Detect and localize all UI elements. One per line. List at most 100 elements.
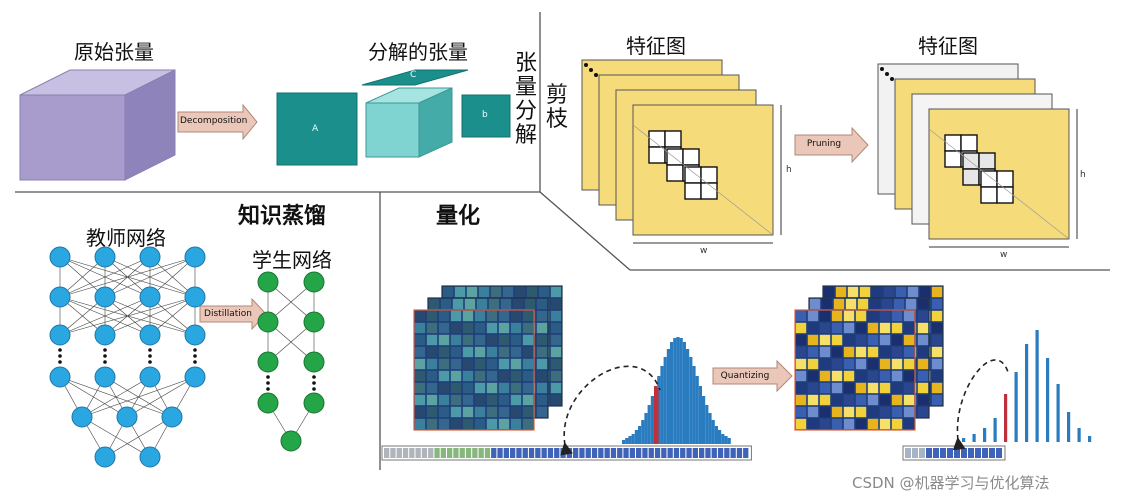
watermark: CSDN @机器学习与优化算法 bbox=[852, 474, 1050, 492]
histogram-bar bbox=[644, 413, 648, 444]
histogram-bar bbox=[660, 366, 664, 444]
strip-cell bbox=[975, 448, 981, 458]
strip-cell bbox=[497, 448, 503, 458]
grid-cell bbox=[819, 406, 831, 418]
neuron bbox=[280, 430, 302, 452]
grid-cell bbox=[414, 394, 426, 406]
grid-cell bbox=[550, 298, 562, 310]
strip-cell bbox=[465, 448, 472, 458]
neuron bbox=[139, 366, 161, 388]
grid-cell bbox=[498, 370, 510, 382]
ellipsis-dot bbox=[103, 348, 107, 352]
strip-cell bbox=[623, 448, 629, 458]
strip-cell bbox=[642, 448, 648, 458]
grid-cell bbox=[843, 358, 855, 370]
grid-cell bbox=[891, 358, 903, 370]
grid-cell bbox=[462, 310, 474, 322]
grid-cell bbox=[917, 346, 929, 358]
factor-c-label: C bbox=[410, 70, 417, 80]
grid-cell bbox=[903, 322, 915, 334]
histogram-bar bbox=[638, 426, 642, 444]
left-height-label: h bbox=[786, 165, 792, 175]
strip-cell bbox=[604, 448, 610, 458]
grid-cell bbox=[831, 358, 843, 370]
neuron bbox=[49, 246, 71, 268]
grid-cell bbox=[879, 370, 891, 382]
grid-cell bbox=[442, 286, 454, 298]
edge bbox=[59, 296, 196, 336]
grid-cell bbox=[931, 298, 943, 310]
kernel-cell bbox=[960, 134, 978, 152]
histogram-bar bbox=[1004, 394, 1008, 442]
strip-cell bbox=[968, 448, 974, 458]
grid-cell bbox=[536, 358, 548, 370]
grid-cell bbox=[462, 334, 474, 346]
grid-cell bbox=[450, 370, 462, 382]
grid-cell bbox=[903, 382, 915, 394]
grid-cell bbox=[474, 334, 486, 346]
grid-cell bbox=[522, 406, 534, 418]
dashed-arc-right bbox=[952, 359, 1009, 451]
grid-cell bbox=[462, 358, 474, 370]
grid-cell bbox=[867, 382, 879, 394]
strip-cell bbox=[654, 448, 661, 458]
grid-cell bbox=[807, 346, 819, 358]
strip-cell bbox=[743, 448, 749, 458]
strip-cell bbox=[421, 448, 428, 458]
grid-cell bbox=[893, 298, 905, 310]
strip-cell bbox=[585, 448, 591, 458]
quantizing-label: Quantizing bbox=[720, 371, 770, 381]
quantized-histogram bbox=[962, 330, 1092, 442]
grid-cell bbox=[843, 382, 855, 394]
grid-cell bbox=[462, 382, 474, 394]
grid-cell bbox=[498, 310, 510, 322]
grid-cell bbox=[931, 286, 943, 298]
histogram-bar bbox=[679, 338, 683, 444]
strip-cell bbox=[730, 448, 736, 458]
histogram-bar bbox=[650, 396, 654, 444]
ellipsis-dot bbox=[193, 360, 197, 364]
grid-cell bbox=[414, 370, 426, 382]
strip-cell bbox=[579, 448, 585, 458]
grid-cell bbox=[895, 286, 907, 298]
diag-guide bbox=[928, 128, 1070, 240]
grid-cell bbox=[855, 310, 867, 322]
strip-cell bbox=[472, 448, 478, 458]
histogram-bar bbox=[698, 386, 702, 444]
grid-cell bbox=[833, 298, 845, 310]
grid-cell bbox=[891, 322, 903, 334]
grid-cell bbox=[438, 370, 450, 382]
grid-cell bbox=[879, 406, 891, 418]
grid-cell bbox=[510, 334, 522, 346]
grid-cell bbox=[855, 394, 867, 406]
strip-cell bbox=[409, 448, 415, 458]
grid-cell bbox=[871, 286, 883, 298]
grid-cell bbox=[438, 310, 450, 322]
ellipsis-dot bbox=[312, 387, 316, 391]
edge bbox=[81, 376, 196, 418]
grid-cell bbox=[510, 418, 522, 430]
grid-cell bbox=[498, 418, 510, 430]
kernel-cell bbox=[700, 182, 718, 200]
grid-cell bbox=[903, 406, 915, 418]
edge bbox=[59, 296, 151, 336]
neuron bbox=[257, 392, 279, 414]
neuron bbox=[94, 366, 116, 388]
histogram-bar bbox=[628, 436, 632, 444]
grid-cell bbox=[550, 346, 562, 358]
grid-cell bbox=[438, 358, 450, 370]
strip-cell bbox=[491, 448, 497, 458]
grid-cell bbox=[550, 382, 562, 394]
grid-cell bbox=[536, 370, 548, 382]
grid-cell bbox=[550, 358, 562, 370]
histogram-bar bbox=[708, 413, 712, 444]
grid-cell bbox=[807, 322, 819, 334]
histogram-bar bbox=[702, 396, 706, 444]
grid-cell bbox=[819, 382, 831, 394]
ellipsis-dot bbox=[58, 348, 62, 352]
grid-cell bbox=[867, 322, 879, 334]
grid-cell bbox=[807, 334, 819, 346]
strip-cell bbox=[503, 448, 509, 458]
grid-cell bbox=[486, 370, 498, 382]
strip-cell bbox=[447, 448, 453, 458]
